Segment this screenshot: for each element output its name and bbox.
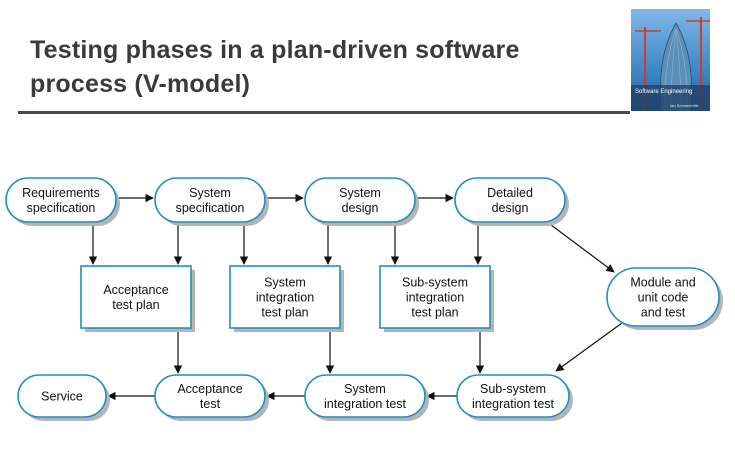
node-label-line: and test [641,306,686,320]
node-label-line: test plan [261,306,308,320]
node-label-line: integration [406,291,464,305]
node-label-line: specification [176,201,245,215]
node-label-line: integration test [472,397,555,411]
node-label-line: test plan [411,306,458,320]
node-box [17,374,107,418]
node-box [154,177,266,223]
book-cover-title: Software Engineering [635,89,693,95]
node-box [304,177,416,223]
node-label-line: specification [27,201,96,215]
book-cover-image: Software Engineering Ian Sommerville [631,9,710,111]
title-divider [18,111,630,114]
node-box [606,267,720,327]
node-label-line: Requirements [22,186,100,200]
node-box [5,177,117,223]
node-label-line: Service [41,390,83,404]
node-box [304,374,426,418]
node-label-line: Detailed [487,186,533,200]
arrow-module-unit-to-subsystem-integration-test [555,322,623,372]
node-label-line: integration [256,291,314,305]
node-service: Service [17,374,110,421]
book-cover-author: Ian Sommerville [670,103,699,108]
node-label-line: design [492,201,529,215]
node-box [229,265,341,329]
slide-title-line-2: process (V-model) [30,70,251,98]
node-label-line: design [342,201,379,215]
node-label-line: test [200,397,221,411]
node-label-line: Sub-system [402,276,468,290]
node-box [379,265,491,329]
node-label-line: integration test [324,397,407,411]
node-label-line: System [339,186,381,200]
node-label-line: System [264,276,306,290]
node-label-line: test plan [112,298,159,312]
node-label-line: Acceptance [177,382,242,396]
node-label-line: Sub-system [480,382,546,396]
node-label-line: unit code [638,291,689,305]
node-box [80,265,192,329]
arrow-detailed-design-to-module-unit [542,218,615,273]
node-box [454,177,566,223]
node-label-line: System [189,186,231,200]
node-box [154,374,266,418]
node-label-line: Acceptance [103,283,168,297]
slide-title-line-1: Testing phases in a plan-driven software [30,36,520,64]
node-box [456,374,570,418]
node-label-line: System [344,382,386,396]
node-label-line: Module and [630,276,695,290]
